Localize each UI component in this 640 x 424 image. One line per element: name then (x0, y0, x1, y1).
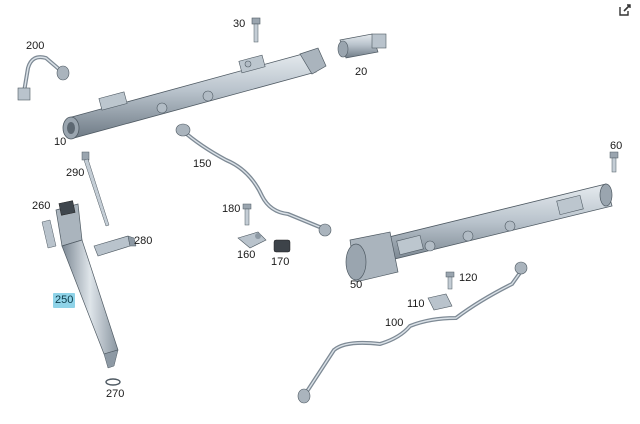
callout-30[interactable]: 30 (233, 18, 246, 30)
callout-270[interactable]: 270 (106, 388, 125, 400)
callout-180[interactable]: 180 (222, 203, 241, 215)
bolt-180[interactable] (242, 203, 252, 226)
callout-20[interactable]: 20 (355, 66, 368, 78)
clamp-280[interactable] (93, 235, 137, 257)
callout-260[interactable]: 260 (32, 200, 51, 212)
bolt-120[interactable] (445, 271, 455, 290)
bolt-290[interactable] (81, 151, 110, 227)
bolt-30[interactable] (251, 17, 261, 43)
seal-washer-270[interactable] (105, 378, 121, 386)
bracket-110[interactable] (427, 293, 453, 311)
edit-external-icon[interactable] (618, 3, 632, 17)
callout-50[interactable]: 50 (350, 279, 363, 291)
fuel-line-100[interactable] (297, 261, 528, 404)
callout-110[interactable]: 110 (407, 298, 425, 310)
callout-100[interactable]: 100 (385, 317, 404, 329)
callout-280[interactable]: 280 (134, 235, 153, 247)
pressure-sensor-20[interactable] (337, 33, 387, 59)
callout-120[interactable]: 120 (459, 272, 478, 284)
injector-250[interactable] (55, 200, 119, 369)
bracket-160[interactable] (237, 231, 267, 249)
callout-170[interactable]: 170 (271, 256, 290, 268)
callout-160[interactable]: 160 (237, 249, 256, 261)
callout-10[interactable]: 10 (54, 136, 67, 148)
lower-fuel-rail[interactable] (345, 183, 613, 283)
callout-200[interactable]: 200 (26, 40, 45, 52)
fuel-line-200[interactable] (17, 55, 70, 101)
callout-250[interactable]: 250 (53, 293, 76, 308)
seal-ring-260[interactable] (41, 219, 57, 249)
clip-170[interactable] (273, 239, 291, 253)
bolt-60[interactable] (609, 151, 619, 173)
callout-60[interactable]: 60 (610, 140, 623, 152)
callout-150[interactable]: 150 (193, 158, 212, 170)
upper-fuel-rail[interactable] (62, 47, 327, 140)
callout-290[interactable]: 290 (66, 167, 85, 179)
fuel-line-150[interactable] (175, 123, 332, 237)
